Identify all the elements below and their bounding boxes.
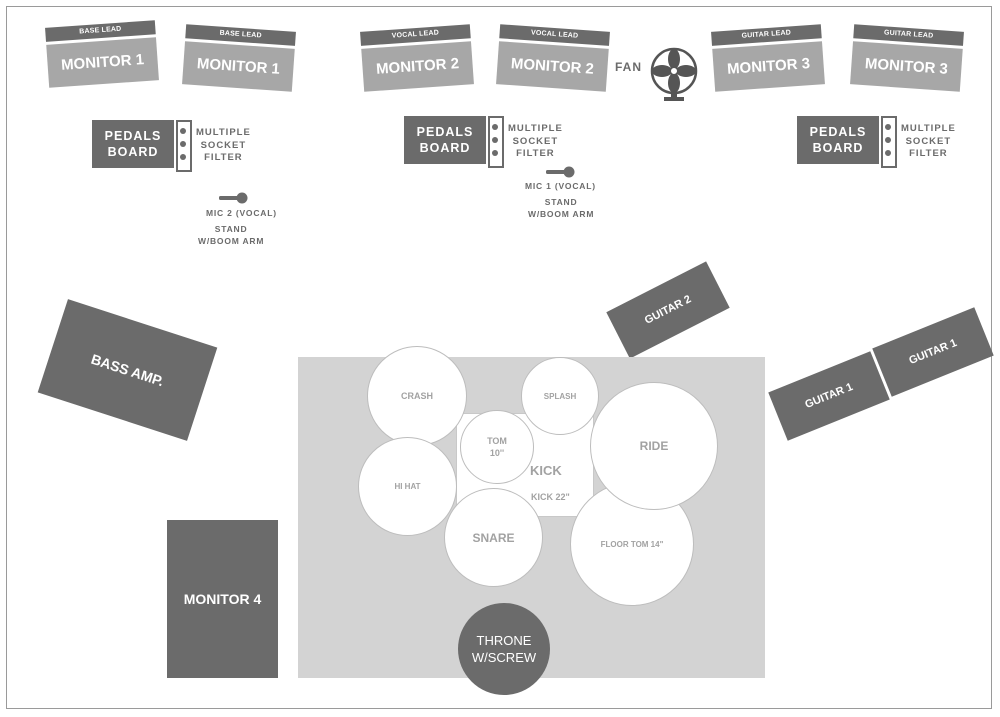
mic-2-label: MIC 2 (VOCAL) xyxy=(206,208,277,218)
monitor-2-left: VOCAL LEAD MONITOR 2 xyxy=(360,24,474,92)
pedals-board-1: PEDALS BOARD xyxy=(92,120,174,168)
kick-size-label: KICK 22" xyxy=(531,492,570,502)
monitor-3-right: GUITAR LEAD MONITOR 3 xyxy=(850,24,964,92)
splash-cymbal: SPLASH xyxy=(521,357,599,435)
kick-label: KICK xyxy=(530,463,562,478)
socket-filter-label: MULTIPLE SOCKET FILTER xyxy=(196,127,251,163)
monitor-label: MONITOR 2 xyxy=(361,41,474,92)
mic-2-stand-label: STAND W/BOOM ARM xyxy=(198,224,265,246)
monitor-1-right: BASE LEAD MONITOR 1 xyxy=(182,24,296,92)
monitor-1-left: BASE LEAD MONITOR 1 xyxy=(45,20,159,88)
monitor-label: MONITOR 1 xyxy=(182,41,295,92)
fan-label: FAN xyxy=(615,60,642,74)
monitor-2-right: VOCAL LEAD MONITOR 2 xyxy=(496,24,610,92)
snare-drum: SNARE xyxy=(444,488,543,587)
drum-throne: THRONE W/SCREW xyxy=(458,603,550,695)
hi-hat: HI HAT xyxy=(358,437,457,536)
tom-10: TOM 10'' xyxy=(460,410,534,484)
monitor-label: MONITOR 1 xyxy=(46,37,159,88)
socket-filter-label: MULTIPLE SOCKET FILTER xyxy=(901,123,956,159)
mic-1-stand-label: STAND W/BOOM ARM xyxy=(528,197,595,219)
microphone-icon xyxy=(546,166,575,178)
ride-cymbal: RIDE xyxy=(590,382,718,510)
multiple-socket-filter-icon xyxy=(176,120,192,172)
monitor-label: MONITOR 2 xyxy=(496,41,609,92)
monitor-3-left: GUITAR LEAD MONITOR 3 xyxy=(711,24,825,92)
stage-plot-border xyxy=(6,6,992,709)
monitor-label: MONITOR 3 xyxy=(712,41,825,92)
monitor-4: MONITOR 4 xyxy=(167,520,278,678)
pedals-board-3: PEDALS BOARD xyxy=(797,116,879,164)
crash-cymbal: CRASH xyxy=(367,346,467,446)
mic-1-label: MIC 1 (VOCAL) xyxy=(525,181,596,191)
pedals-board-2: PEDALS BOARD xyxy=(404,116,486,164)
monitor-label: MONITOR 3 xyxy=(850,41,963,92)
fan-icon xyxy=(650,47,698,101)
microphone-icon xyxy=(219,192,248,204)
multiple-socket-filter-icon xyxy=(488,116,504,168)
multiple-socket-filter-icon xyxy=(881,116,897,168)
socket-filter-label: MULTIPLE SOCKET FILTER xyxy=(508,123,563,159)
